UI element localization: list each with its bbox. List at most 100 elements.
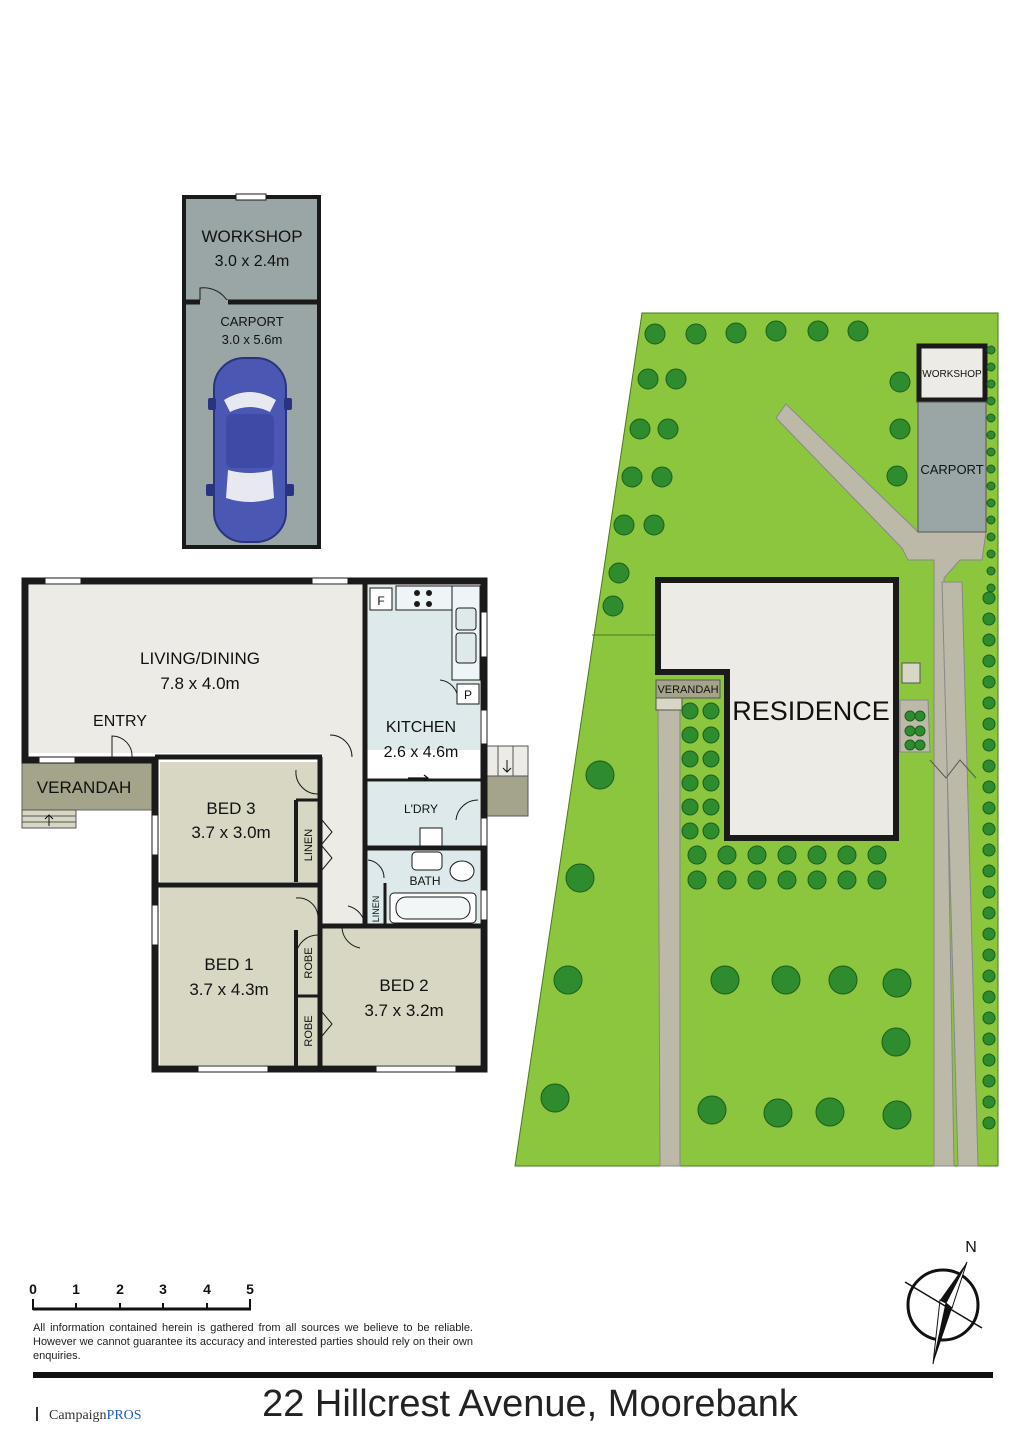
tree-icon <box>982 948 996 962</box>
tree-icon <box>986 345 996 355</box>
tree-icon <box>882 968 912 998</box>
tree-icon <box>717 845 737 865</box>
site-carport-label: CARPORT <box>920 462 983 477</box>
tree-icon <box>702 798 720 816</box>
tree-icon <box>651 466 673 488</box>
tree-icon <box>982 1116 996 1130</box>
tree-icon <box>777 845 797 865</box>
living-room <box>29 585 365 753</box>
tree-icon <box>702 774 720 792</box>
tree-icon <box>986 481 996 491</box>
tree-icon <box>710 965 740 995</box>
tree-icon <box>540 1083 570 1113</box>
bath-label: BATH <box>409 874 440 888</box>
tree-icon <box>886 465 908 487</box>
verandah-label: VERANDAH <box>37 778 131 797</box>
bed1-dims: 3.7 x 4.3m <box>189 980 268 999</box>
robe-cupboard-2 <box>298 998 318 1062</box>
scale-tick-3: 3 <box>159 1281 167 1297</box>
tree-icon <box>986 566 996 576</box>
tree-icon <box>629 418 651 440</box>
tree-icon <box>904 739 916 751</box>
tree-icon <box>771 965 801 995</box>
tree-icon <box>889 418 911 440</box>
tree-icon <box>986 396 996 406</box>
tree-icon <box>914 739 926 751</box>
tree-icon <box>702 822 720 840</box>
tree-icon <box>889 371 911 393</box>
tree-icon <box>643 514 665 536</box>
tree-icon <box>982 1095 996 1109</box>
bed3-room <box>160 762 320 882</box>
tree-icon <box>867 870 887 890</box>
tree-icon <box>982 1074 996 1088</box>
laundry-label: L'DRY <box>404 802 438 816</box>
tree-icon <box>914 725 926 737</box>
tree-icon <box>763 1098 793 1128</box>
tree-icon <box>681 774 699 792</box>
tree-icon <box>608 562 630 584</box>
scale-tick-5: 5 <box>246 1281 254 1297</box>
tree-icon <box>904 725 916 737</box>
scale-tick-0: 0 <box>29 1281 37 1297</box>
kitchen-dims: 2.6 x 4.6m <box>384 744 459 761</box>
bed2-room <box>322 928 480 1065</box>
bed2-label: BED 2 <box>379 976 428 995</box>
tree-icon <box>665 368 687 390</box>
tree-icon <box>702 702 720 720</box>
tree-icon <box>982 885 996 899</box>
house-floorplan: LIVING/DINING 7.8 x 4.0m ENTRY VERANDAH … <box>21 577 529 1073</box>
tree-icon <box>837 870 857 890</box>
tree-icon <box>747 845 767 865</box>
tree-icon <box>982 696 996 710</box>
tree-icon <box>681 798 699 816</box>
linen-label-2: LINEN <box>371 896 381 923</box>
living-label: LIVING/DINING <box>140 649 260 668</box>
robe-label-1: ROBE <box>303 947 315 978</box>
kitchen-label: KITCHEN <box>386 719 456 736</box>
tree-icon <box>847 320 869 342</box>
tree-icon <box>644 323 666 345</box>
bed1-room <box>160 887 320 1065</box>
tree-icon <box>986 362 996 372</box>
carport-label: CARPORT <box>220 314 283 329</box>
tree-icon <box>717 870 737 890</box>
tree-icon <box>881 1027 911 1057</box>
residence-building: RESIDENCE VERANDAH <box>655 577 921 841</box>
scale-tick-1: 1 <box>72 1281 80 1297</box>
tree-icon <box>681 822 699 840</box>
tree-icon <box>982 906 996 920</box>
tree-icon <box>725 322 747 344</box>
robe-label-2: ROBE <box>303 1015 315 1046</box>
tree-icon <box>986 447 996 457</box>
tree-icon <box>882 1100 912 1130</box>
tree-icon <box>565 863 595 893</box>
linen-label-1: LINEN <box>303 829 315 861</box>
brand-logo: CampaignPROS <box>36 1407 142 1424</box>
tree-icon <box>702 726 720 744</box>
tree-icon <box>681 750 699 768</box>
tree-icon <box>657 418 679 440</box>
tree-icon <box>986 583 996 593</box>
tree-icon <box>986 379 996 389</box>
entry-label: ENTRY <box>93 713 147 730</box>
bed1-label: BED 1 <box>204 955 253 974</box>
tree-icon <box>982 675 996 689</box>
tree-icon <box>697 1095 727 1125</box>
tree-icon <box>867 845 887 865</box>
tree-icon <box>982 633 996 647</box>
tree-icon <box>687 845 707 865</box>
robe-cupboard-1 <box>298 932 318 994</box>
scale-bar: 0 1 2 3 4 5 <box>29 1281 254 1311</box>
tree-icon <box>982 780 996 794</box>
linen-cupboard <box>298 800 318 880</box>
tree-icon <box>681 702 699 720</box>
brand-name-a: Campaign <box>49 1408 107 1423</box>
tree-icon <box>602 595 624 617</box>
footer-rule <box>33 1372 993 1378</box>
workshop-dims: 3.0 x 2.4m <box>215 253 290 270</box>
tree-icon <box>807 845 827 865</box>
workshop-label: WORKSHOP <box>201 227 302 246</box>
tree-icon <box>702 750 720 768</box>
tree-icon <box>914 710 926 722</box>
